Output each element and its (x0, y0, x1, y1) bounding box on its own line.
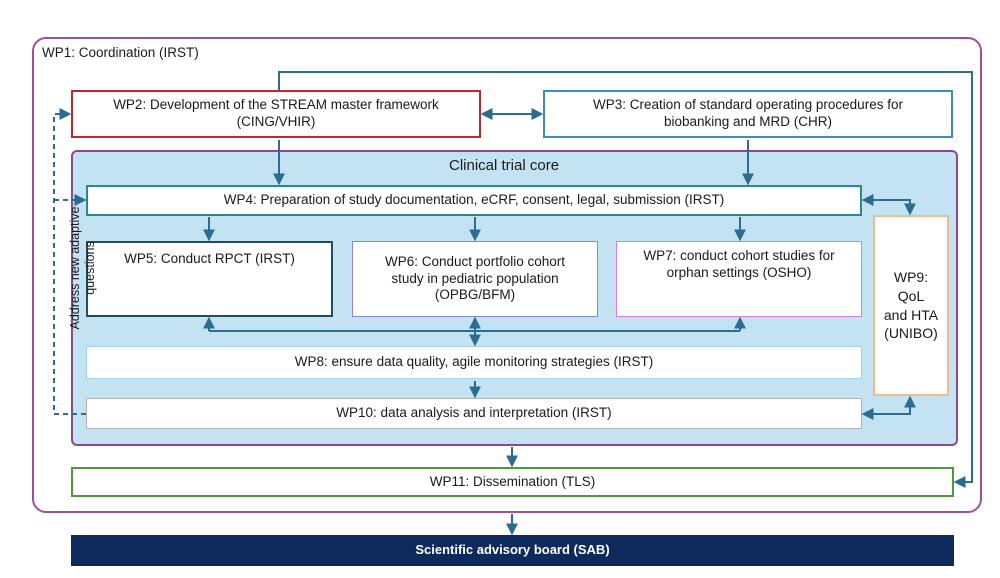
sab-bar: Scientific advisory board (SAB) (71, 535, 954, 566)
core-title: Clinical trial core (449, 157, 560, 174)
wp5-box: WP5: Conduct RPCT (IRST) (86, 241, 333, 317)
wp8-box: WP8: ensure data quality, agile monitori… (86, 346, 862, 379)
wp5-text: WP5: Conduct RPCT (IRST) (124, 251, 295, 266)
wp7-text: WP7: conduct cohort studies for orphan s… (643, 248, 835, 280)
sab-text: Scientific advisory board (SAB) (415, 542, 610, 558)
wp8-text: WP8: ensure data quality, agile monitori… (294, 354, 654, 370)
wp9-text: WP9: QoL and HTA (UNIBO) (883, 268, 939, 342)
wp1-coordination-frame: WP1: Coordination (IRST) (32, 37, 982, 513)
wp4-text: WP4: Preparation of study documentation,… (223, 192, 725, 208)
wp3-text: WP3: Creation of standard operating proc… (593, 97, 903, 129)
wp6-text: WP6: Conduct portfolio cohort study in p… (384, 253, 566, 303)
wp9-box: WP9: QoL and HTA (UNIBO) (873, 215, 949, 396)
wp11-text: WP11: Dissemination (TLS) (429, 473, 596, 489)
wp2-text: WP2: Development of the STREAM master fr… (113, 97, 439, 129)
side-label-adaptive-questions: Address new adaptive questions (68, 206, 97, 330)
wp11-box: WP11: Dissemination (TLS) (71, 467, 954, 497)
wp2-box: WP2: Development of the STREAM master fr… (71, 90, 481, 138)
wp10-box: WP10: data analysis and interpretation (… (86, 398, 862, 429)
wp1-label: WP1: Coordination (IRST) (42, 45, 199, 60)
wp4-box: WP4: Preparation of study documentation,… (86, 185, 862, 216)
wp6-box: WP6: Conduct portfolio cohort study in p… (352, 241, 598, 317)
wp3-box: WP3: Creation of standard operating proc… (543, 90, 953, 138)
wp7-box: WP7: conduct cohort studies for orphan s… (616, 241, 862, 317)
wp10-text: WP10: data analysis and interpretation (… (336, 405, 612, 421)
